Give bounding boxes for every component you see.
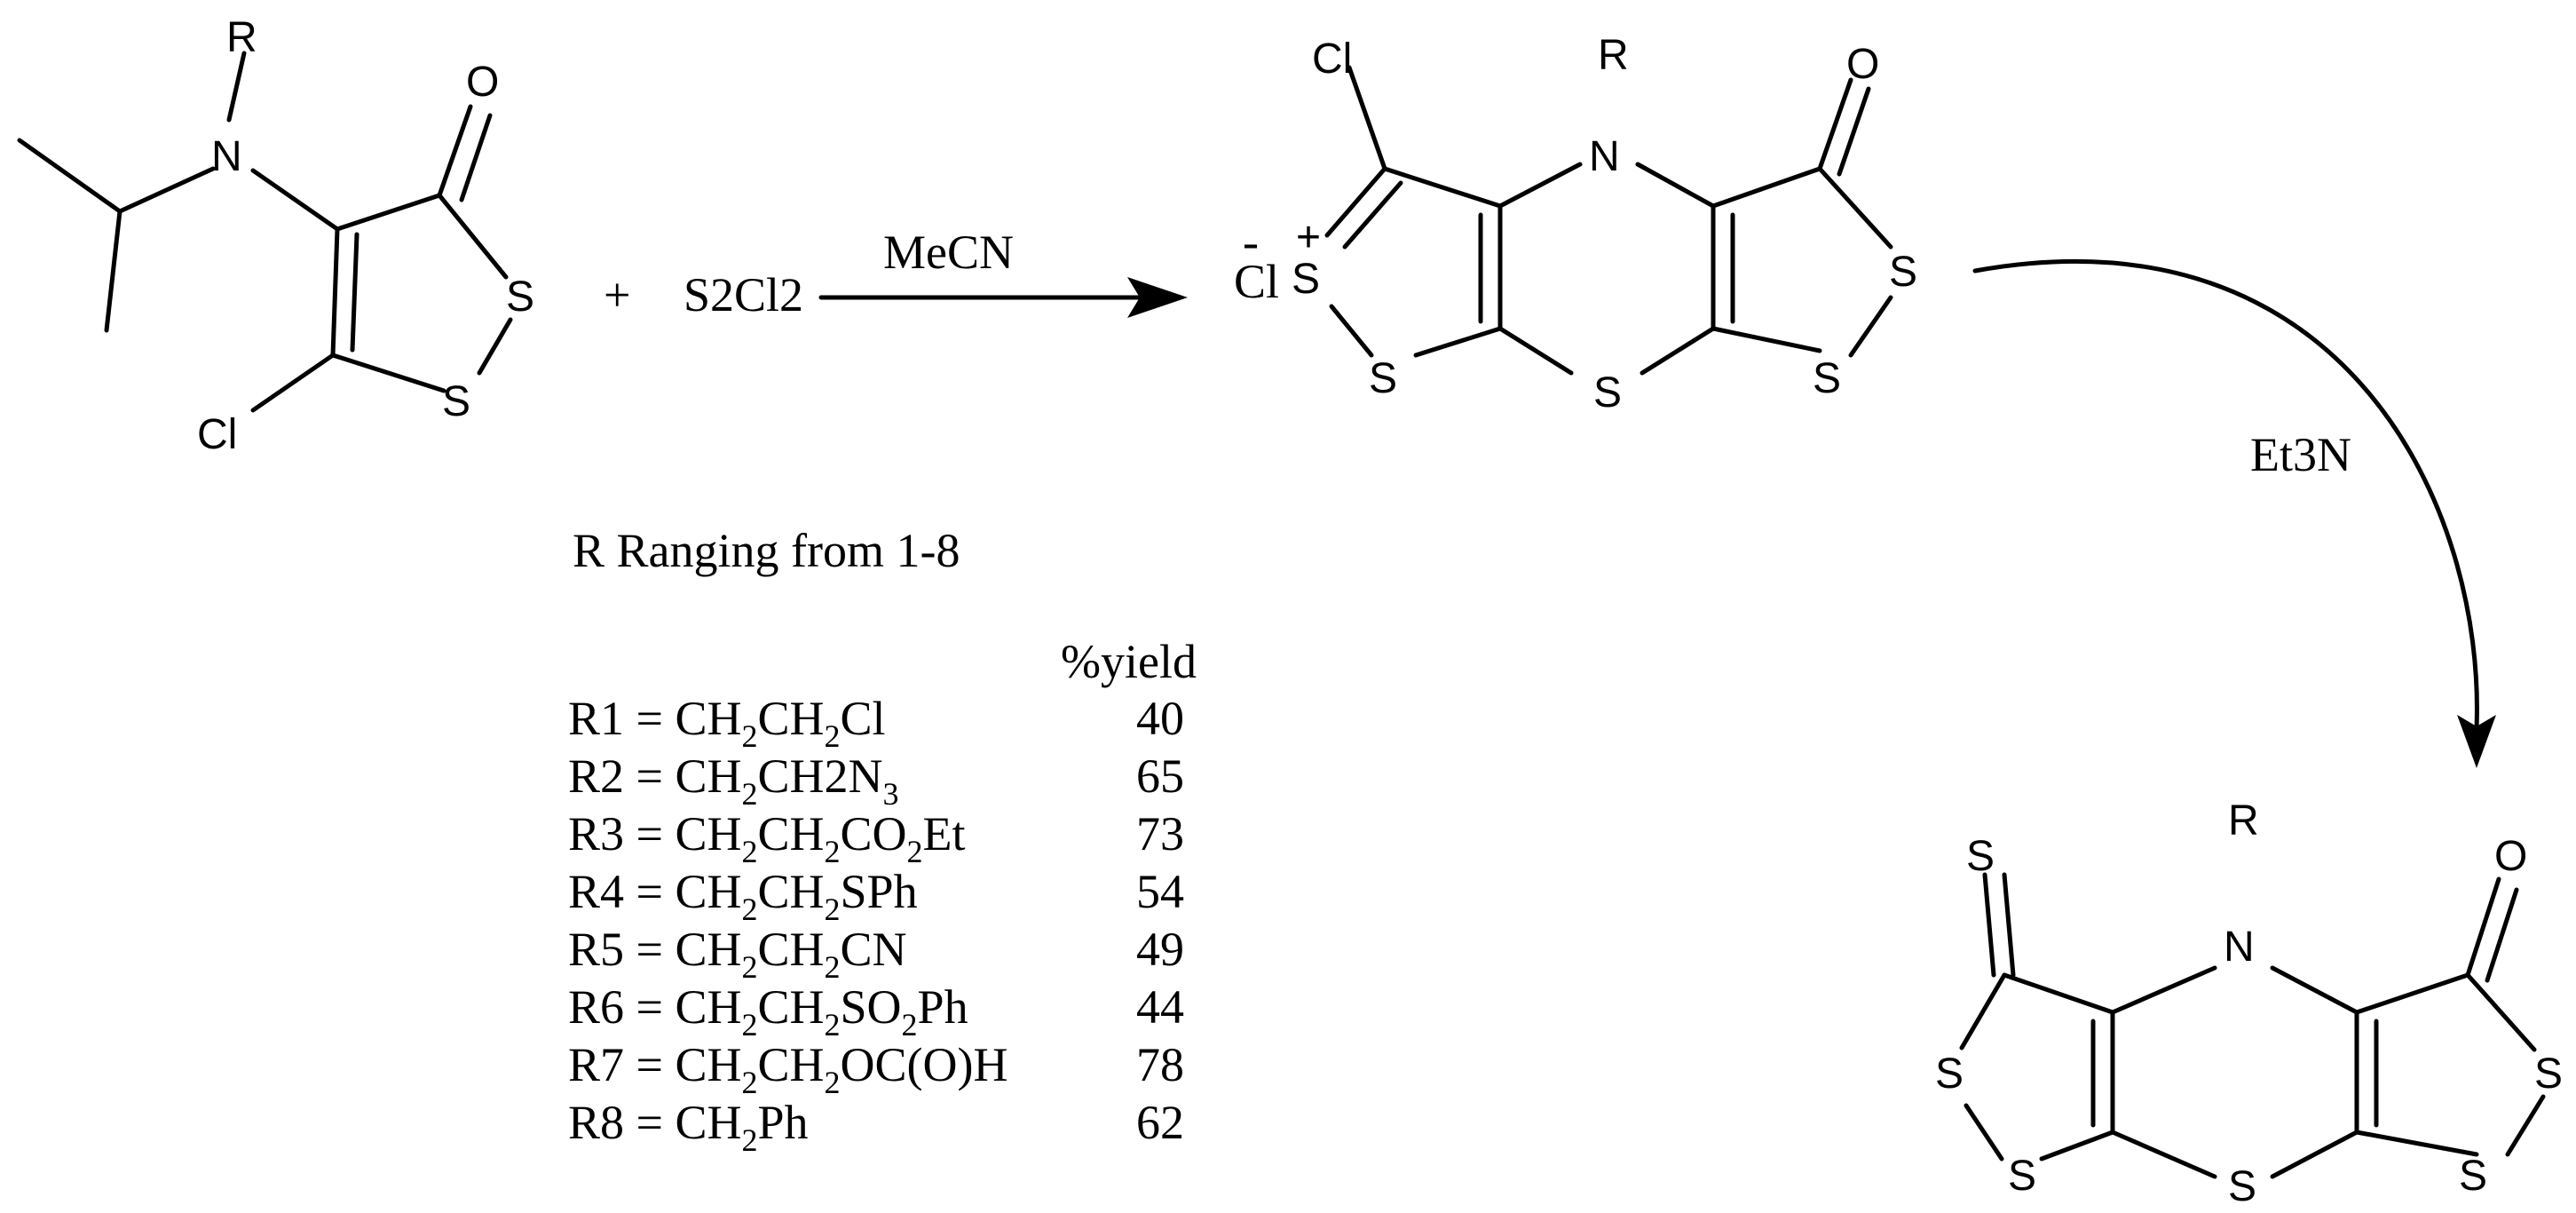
starting-material: R N O S S Cl [17, 14, 534, 458]
yield-row-value: 54 [1136, 865, 1184, 918]
yield-row-formula: R4 = CH2CH2SPh [568, 865, 918, 927]
atom-cl: Cl [1312, 36, 1352, 83]
yield-row-formula: R5 = CH2CH2CN [568, 923, 907, 985]
yield-row-value: 73 [1136, 807, 1184, 860]
curved-reaction-arrow [1972, 258, 2496, 768]
atom-s: S [442, 378, 470, 425]
charge-minus: - [1243, 215, 1259, 268]
yield-row-value: 62 [1136, 1096, 1184, 1149]
plus-sign: + [604, 268, 630, 321]
yield-row-formula: R1 = CH2CH2Cl [568, 692, 886, 754]
reaction-arrow [818, 277, 1188, 318]
atom-s: S [2008, 1153, 2036, 1200]
atom-s: S [506, 274, 534, 321]
yield-row-formula: R2 = CH2CH2N3 [568, 749, 899, 812]
yield-row-formula: R8 = CH2Ph [568, 1096, 809, 1158]
atom-o: O [1846, 41, 1879, 88]
yield-row-value: 65 [1136, 749, 1184, 803]
atom-s-cation: S [1292, 256, 1320, 303]
atom-s: S [1889, 249, 1917, 296]
yield-header: %yield [1061, 635, 1197, 688]
yield-row-value: 40 [1136, 692, 1184, 745]
reagent-s2cl2: S2Cl2 [684, 268, 803, 321]
range-note: R Ranging from 1-8 [573, 524, 960, 577]
atom-cl: Cl [197, 411, 237, 458]
atom-s: S [1369, 355, 1397, 402]
atom-s: S [2228, 1163, 2256, 1210]
atom-s-thione: S [1966, 833, 1995, 880]
atom-o: O [2494, 833, 2527, 880]
reagent-et3n: Et3N [2250, 428, 2351, 481]
atom-s: S [2459, 1153, 2487, 1200]
reagent-mecn: MeCN [883, 226, 1014, 279]
yield-row-value: 49 [1136, 923, 1184, 976]
yield-row-formula: R6 = CH2CH2SO2Ph [568, 980, 968, 1043]
atom-s: S [1593, 369, 1622, 416]
atom-n: N [211, 133, 242, 180]
atom-s: S [2534, 1050, 2563, 1098]
yield-table: R1 = CH2CH2Cl 40 R2 = CH2CH2N3 65 R3 = CH2CH… [568, 692, 1184, 1158]
atom-r: R [226, 14, 257, 61]
yield-row-value: 44 [1136, 980, 1184, 1034]
atom-s: S [1813, 355, 1841, 402]
atom-n: N [2224, 924, 2255, 971]
yield-row-formula: R3 = CH2CH2CO2Et [568, 807, 966, 869]
yield-row-value: 78 [1136, 1038, 1184, 1091]
atom-r: R [1598, 32, 1629, 79]
yield-row-formula: R7 = CH2CH2OC(O)H [568, 1038, 1008, 1100]
atom-r: R [2228, 797, 2259, 844]
chloride-anion: Cl [1234, 255, 1279, 308]
charge-plus: + [1296, 214, 1321, 261]
atom-o: O [466, 59, 499, 106]
product: S R N O S S S S S [1935, 797, 2563, 1210]
atom-s: S [1935, 1050, 1964, 1098]
atom-n: N [1589, 133, 1620, 180]
intermediate-salt: Cl R N O S S S S S + Cl - [1234, 32, 1917, 416]
